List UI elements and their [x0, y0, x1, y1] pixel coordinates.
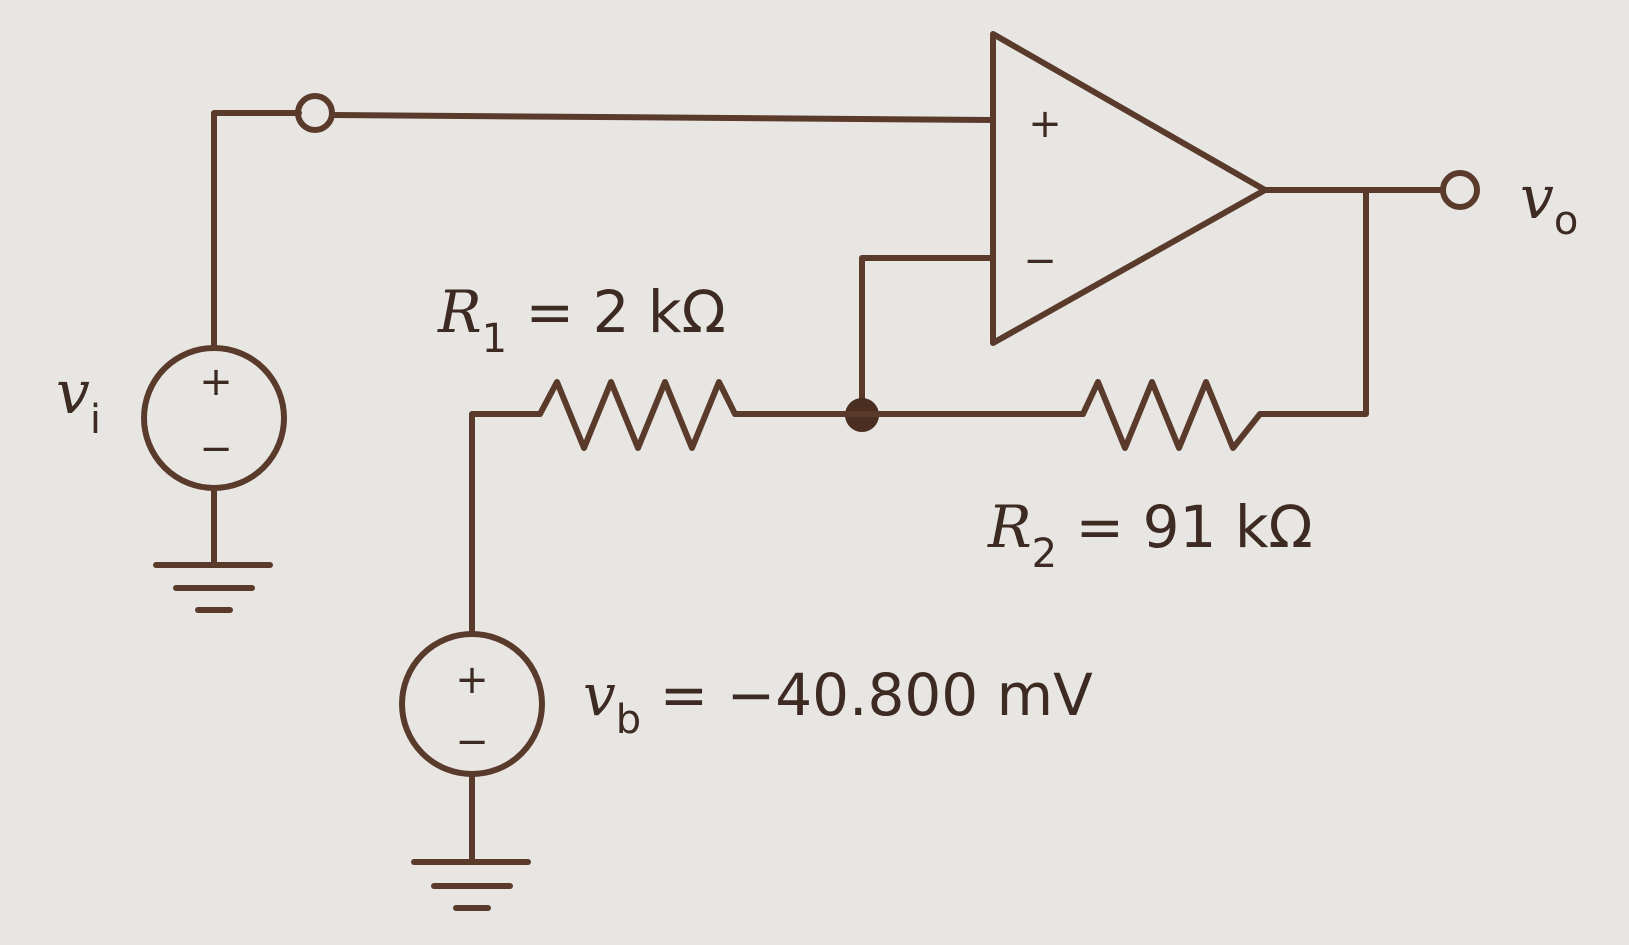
op-amp-plus-sign: + — [1028, 101, 1062, 147]
r2-label-sub: 2 — [1032, 531, 1057, 577]
vi-label-main: v — [56, 358, 90, 428]
ground-symbol-vb — [411, 771, 531, 911]
wire-inverting-to-junction — [859, 255, 996, 417]
r1-label-main: R — [437, 278, 482, 346]
vb-label-main: v — [583, 661, 616, 729]
vb-source-plus-sign: + — [455, 657, 489, 703]
vi-source-minus-sign: − — [199, 426, 233, 472]
r2-label: R2 = 91 kΩ — [987, 493, 1313, 577]
vb-source-minus-sign: − — [455, 719, 489, 765]
r2-label-value: = 91 kΩ — [1057, 493, 1313, 561]
vi-label: vi — [56, 358, 101, 443]
vi-label-sub: i — [90, 397, 101, 443]
vi-source-plus-sign: + — [199, 359, 233, 405]
op-amp: + − — [990, 31, 1268, 346]
output-terminal — [1440, 170, 1480, 210]
wire-vi-to-input-terminal — [211, 110, 302, 351]
vb-label: vb = −40.800 mV — [583, 661, 1093, 743]
op-amp-minus-sign: − — [1023, 238, 1057, 284]
r1-label-sub: 1 — [482, 316, 507, 362]
resistor-r1 — [469, 379, 865, 637]
wire-input-to-noninverting — [329, 112, 996, 123]
vb-label-sub: b — [616, 697, 641, 743]
r1-label: R1 = 2 kΩ — [437, 278, 726, 362]
bias-voltage-source-vb: + − — [399, 631, 545, 777]
r1-label-value: = 2 kΩ — [507, 278, 726, 346]
input-terminal — [295, 93, 335, 133]
resistor-r2 — [859, 379, 1263, 451]
ground-symbol-vi — [153, 485, 273, 613]
input-voltage-source-vi: + − — [141, 345, 287, 491]
wire-feedback-output — [1257, 187, 1369, 417]
r2-label-main: R — [987, 493, 1032, 561]
vo-label-main: v — [1520, 163, 1554, 233]
vo-label-sub: o — [1554, 198, 1578, 244]
vb-label-value: = −40.800 mV — [641, 661, 1093, 729]
vo-label: vo — [1520, 163, 1578, 244]
